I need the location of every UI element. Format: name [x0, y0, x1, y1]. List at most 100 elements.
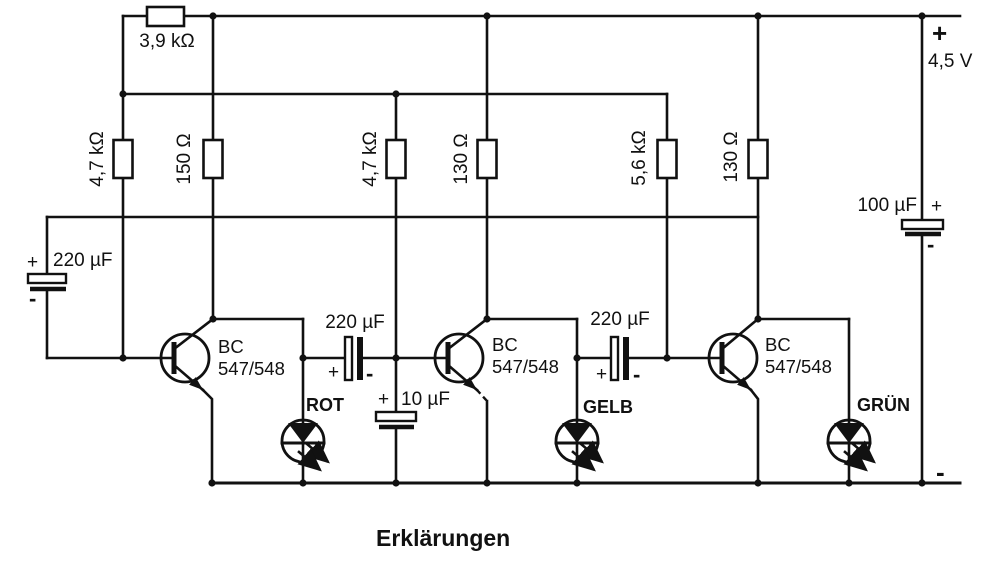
resistor-label: 130 Ω [451, 133, 472, 184]
led-light-arrow [571, 448, 596, 472]
supply-minus-sign: - [936, 457, 945, 487]
capacitor-label: 220 µF [53, 250, 113, 271]
junction-dot [754, 479, 762, 487]
capacitor-plate-right [357, 337, 363, 380]
junction-dot [299, 479, 307, 487]
supply-voltage: 4,5 V [928, 51, 973, 72]
capacitor-c1: + 220 µF - [26, 250, 113, 311]
resistor-r6: 5,6 kΩ [629, 130, 678, 186]
capacitor-plate-left [343, 335, 354, 382]
capacitor-plate-top [26, 272, 68, 285]
resistor-body [476, 138, 498, 180]
junction-dot [573, 479, 581, 487]
junction-dot [209, 315, 217, 323]
minus-sign: - [633, 362, 640, 387]
emitter-arrow [737, 377, 751, 390]
junction-dot [754, 315, 762, 323]
transistor-label-line1: BC [765, 334, 791, 355]
capacitor-plate-top [374, 410, 418, 423]
capacitor-label: 220 µF [325, 312, 385, 333]
capacitor-c3: 220 µF + - [590, 309, 650, 387]
resistor-body [112, 138, 134, 180]
minus-sign: - [366, 361, 373, 386]
led-light-arrow [297, 448, 322, 472]
resistor-label: 150 Ω [174, 133, 195, 184]
resistor-r5: 130 Ω [451, 133, 498, 185]
caption: Erklärungen [376, 525, 510, 551]
resistor-label: 130 Ω [721, 131, 742, 182]
resistor-body [656, 138, 678, 180]
transistor-collector [446, 317, 489, 351]
junction-dot [392, 479, 400, 487]
junction-dot [392, 354, 400, 362]
capacitor-plate-left [609, 335, 620, 382]
transistor-collector [172, 317, 215, 351]
transistor-label-line2: 547/548 [765, 356, 832, 377]
junction-dot [483, 12, 491, 20]
transistor-label-line2: 547/548 [492, 356, 559, 377]
resistor-r4: 4,7 kΩ [360, 131, 407, 187]
supply-plus-sign: + [932, 18, 947, 48]
junction-dot [483, 479, 491, 487]
resistor-body [202, 138, 224, 180]
led-d1-rot: ROT [280, 395, 344, 472]
junction-dots [119, 12, 926, 487]
plus-sign: + [596, 364, 607, 385]
resistor-r3: 150 Ω [174, 133, 224, 185]
led-d3-gruen: GRÜN [826, 395, 910, 472]
junction-dot [845, 479, 853, 487]
capacitor-c4: + 10 µF [374, 389, 450, 430]
led-light-arrow [843, 448, 868, 472]
led-label: GELB [583, 397, 633, 417]
junction-dot [119, 354, 127, 362]
capacitor-label: 10 µF [401, 389, 450, 410]
emitter-arrow [463, 377, 477, 390]
led-anode-triangle [834, 423, 864, 443]
transistor-q1: BC 547/548 [159, 317, 285, 392]
junction-dot [663, 354, 671, 362]
led-label: ROT [306, 395, 344, 415]
junction-dot [299, 354, 307, 362]
junction-dot [483, 315, 491, 323]
junction-dot [209, 12, 217, 20]
resistor-label: 4,7 kΩ [87, 131, 108, 186]
led-anode-triangle [288, 423, 318, 443]
resistor-body [747, 138, 769, 180]
minus-sign: - [29, 286, 36, 311]
resistor-body [145, 5, 186, 28]
capacitor-label: 100 µF [857, 195, 917, 216]
resistor-label: 4,7 kΩ [360, 131, 381, 186]
emitter-arrow [189, 377, 203, 390]
led-d2-gelb: GELB [554, 397, 633, 472]
capacitor-plate-top [900, 218, 945, 231]
resistor-r7: 130 Ω [721, 131, 769, 183]
capacitor-c5: 100 µF + - [857, 195, 945, 257]
plus-sign: + [931, 196, 942, 217]
transistor-collector [720, 317, 760, 351]
junction-dot [119, 90, 127, 98]
plus-sign: + [328, 362, 339, 383]
resistor-body [385, 138, 407, 180]
transistor-body [433, 332, 485, 384]
wires [45, 14, 962, 485]
wire-emitter3 [749, 388, 760, 485]
transistor-q2: BC 547/548 [433, 317, 559, 392]
transistor-label-line1: BC [492, 334, 518, 355]
transistor-body [707, 332, 759, 384]
capacitor-c2: 220 µF + - [325, 312, 385, 386]
resistor-label: 3,9 kΩ [139, 31, 194, 52]
led-anode-triangle [562, 423, 592, 443]
junction-dot [918, 479, 926, 487]
resistor-r2: 4,7 kΩ [87, 131, 134, 187]
plus-sign: + [27, 252, 38, 273]
wire-emitter2-dashed [476, 389, 488, 402]
junction-dot [392, 90, 400, 98]
battery-terminals: + 4,5 V - [928, 18, 973, 487]
led-label: GRÜN [857, 395, 910, 415]
minus-sign: - [927, 232, 934, 257]
capacitor-label: 220 µF [590, 309, 650, 330]
junction-dot [208, 479, 216, 487]
capacitor-plate-right [623, 337, 629, 380]
